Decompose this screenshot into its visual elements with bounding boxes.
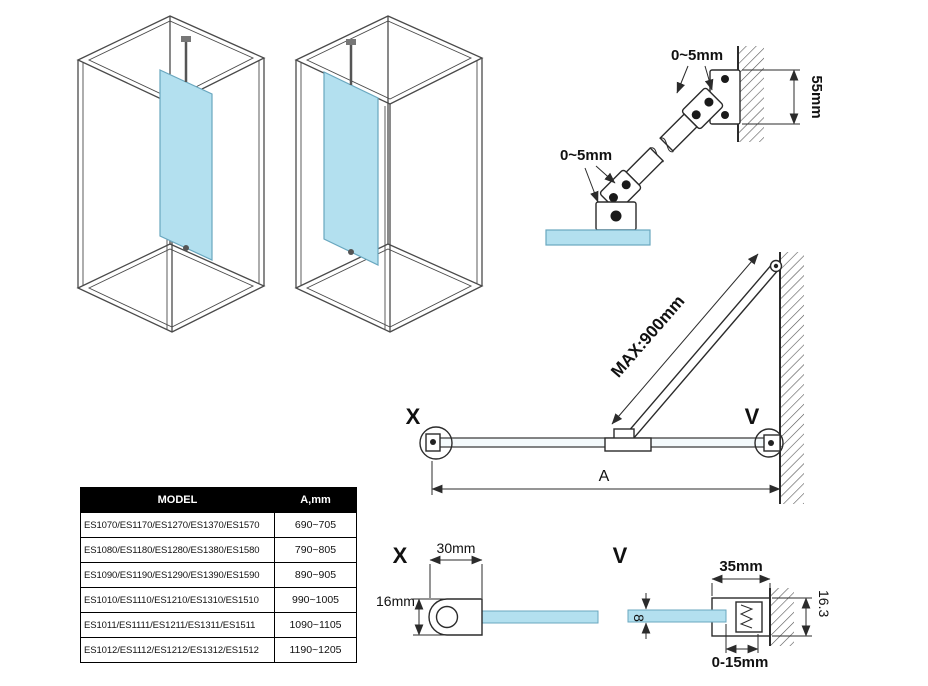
dim-16mm: 16mm [376, 593, 415, 609]
marker-x: X [406, 404, 421, 429]
detail-circle-v [754, 428, 784, 458]
table-row: ES1080/ES1180/ES1280/ES1380/ES1580 790~8… [80, 537, 357, 563]
model-cell: ES1090/ES1190/ES1290/ES1390/ES1590 [80, 562, 275, 588]
floor-mount [183, 245, 189, 251]
spring-symbol [739, 604, 754, 629]
a-cell: 1190~1205 [274, 637, 357, 663]
glass-section [627, 609, 727, 623]
leader-arrow [704, 65, 714, 91]
model-table: MODEL A,mm ES1070/ES1170/ES1270/ES1370/E… [80, 487, 357, 663]
ceiling-mount [181, 36, 191, 42]
glass-section [477, 610, 599, 624]
a-cell: 1090~1105 [274, 612, 357, 638]
screw [721, 111, 729, 119]
table-header-row: MODEL A,mm [80, 487, 357, 513]
bracket-detail: 0~5mm 0~5mm 55mm [545, 46, 825, 246]
model-cell: ES1080/ES1180/ES1280/ES1380/ES1580 [80, 537, 275, 563]
floor-mount [348, 249, 354, 255]
table-row: ES1011/ES1111/ES1211/ES1311/ES1511 1090~… [80, 612, 357, 638]
table-row: ES1012/ES1112/ES1212/ES1312/ES1512 1190~… [80, 637, 357, 663]
detail-x-label: X [393, 543, 408, 568]
dim-a: A [599, 468, 610, 485]
dim-gap-top: 0~5mm [671, 47, 723, 64]
detail-v: V 35mm 8 16.3 0-15mm [613, 543, 832, 671]
dim-line-max [611, 253, 759, 425]
bolt [691, 110, 701, 120]
dim-max-bar: MAX:900mm [607, 292, 688, 381]
table-row: ES1070/ES1170/ES1270/ES1370/ES1570 690~7… [80, 512, 357, 538]
dim-35mm: 35mm [719, 558, 762, 575]
dim-30mm: 30mm [437, 540, 476, 556]
detail-x: X 30mm 16mm [376, 540, 599, 636]
model-cell: ES1012/ES1112/ES1212/ES1312/ES1512 [80, 637, 275, 663]
box-bottom-face [76, 243, 266, 333]
glass-panel [323, 71, 379, 266]
profile-bore [435, 605, 459, 629]
detail-v-label: V [613, 543, 628, 568]
ceiling-mount [346, 39, 356, 45]
glass-panel [159, 69, 213, 261]
a-cell: 690~705 [274, 512, 357, 538]
bar-glass-clamp [604, 437, 652, 452]
bolt [610, 210, 622, 222]
adjustment-block [735, 601, 763, 633]
plan-view: X V MAX:900mm A [406, 252, 804, 504]
a-cell: 990~1005 [274, 587, 357, 613]
glass-edge-section [545, 229, 651, 246]
screw [721, 75, 729, 83]
table-row: ES1090/ES1190/ES1290/ES1390/ES1590 890~9… [80, 562, 357, 588]
table-row: ES1010/ES1110/ES1210/ES1310/ES1510 990~1… [80, 587, 357, 613]
wall-hatch [770, 588, 794, 646]
dim-adjust: 0-15mm [712, 654, 769, 671]
leader-arrow [595, 165, 616, 184]
a-cell: 790~805 [274, 537, 357, 563]
col-header-model: MODEL [80, 487, 275, 513]
detail-circle-x [419, 426, 453, 460]
marker-v: V [745, 404, 760, 429]
a-cell: 890~905 [274, 562, 357, 588]
dim-16-3: 16.3 [816, 590, 832, 617]
dim-wall-height: 55mm [808, 75, 825, 118]
iso-view-right [294, 15, 484, 333]
model-cell: ES1070/ES1170/ES1270/ES1370/ES1570 [80, 512, 275, 538]
support-arm [599, 87, 724, 212]
dim-gap-bottom: 0~5mm [560, 147, 612, 164]
box-bottom-face [294, 243, 484, 333]
iso-view-left [76, 15, 266, 333]
bolt [704, 97, 714, 107]
model-cell: ES1010/ES1110/ES1210/ES1310/ES1510 [80, 587, 275, 613]
model-cell: ES1011/ES1111/ES1211/ES1311/ES1511 [80, 612, 275, 638]
wall-hatch [738, 46, 764, 142]
wall-hatch [780, 252, 804, 504]
bolt [608, 193, 618, 203]
leader-arrow [676, 65, 689, 94]
leader-arrow [584, 167, 599, 203]
col-header-a: A,mm [274, 487, 357, 513]
dim-glass-8: 8 [631, 614, 647, 622]
break-symbol [659, 137, 674, 153]
bolt [621, 180, 631, 190]
